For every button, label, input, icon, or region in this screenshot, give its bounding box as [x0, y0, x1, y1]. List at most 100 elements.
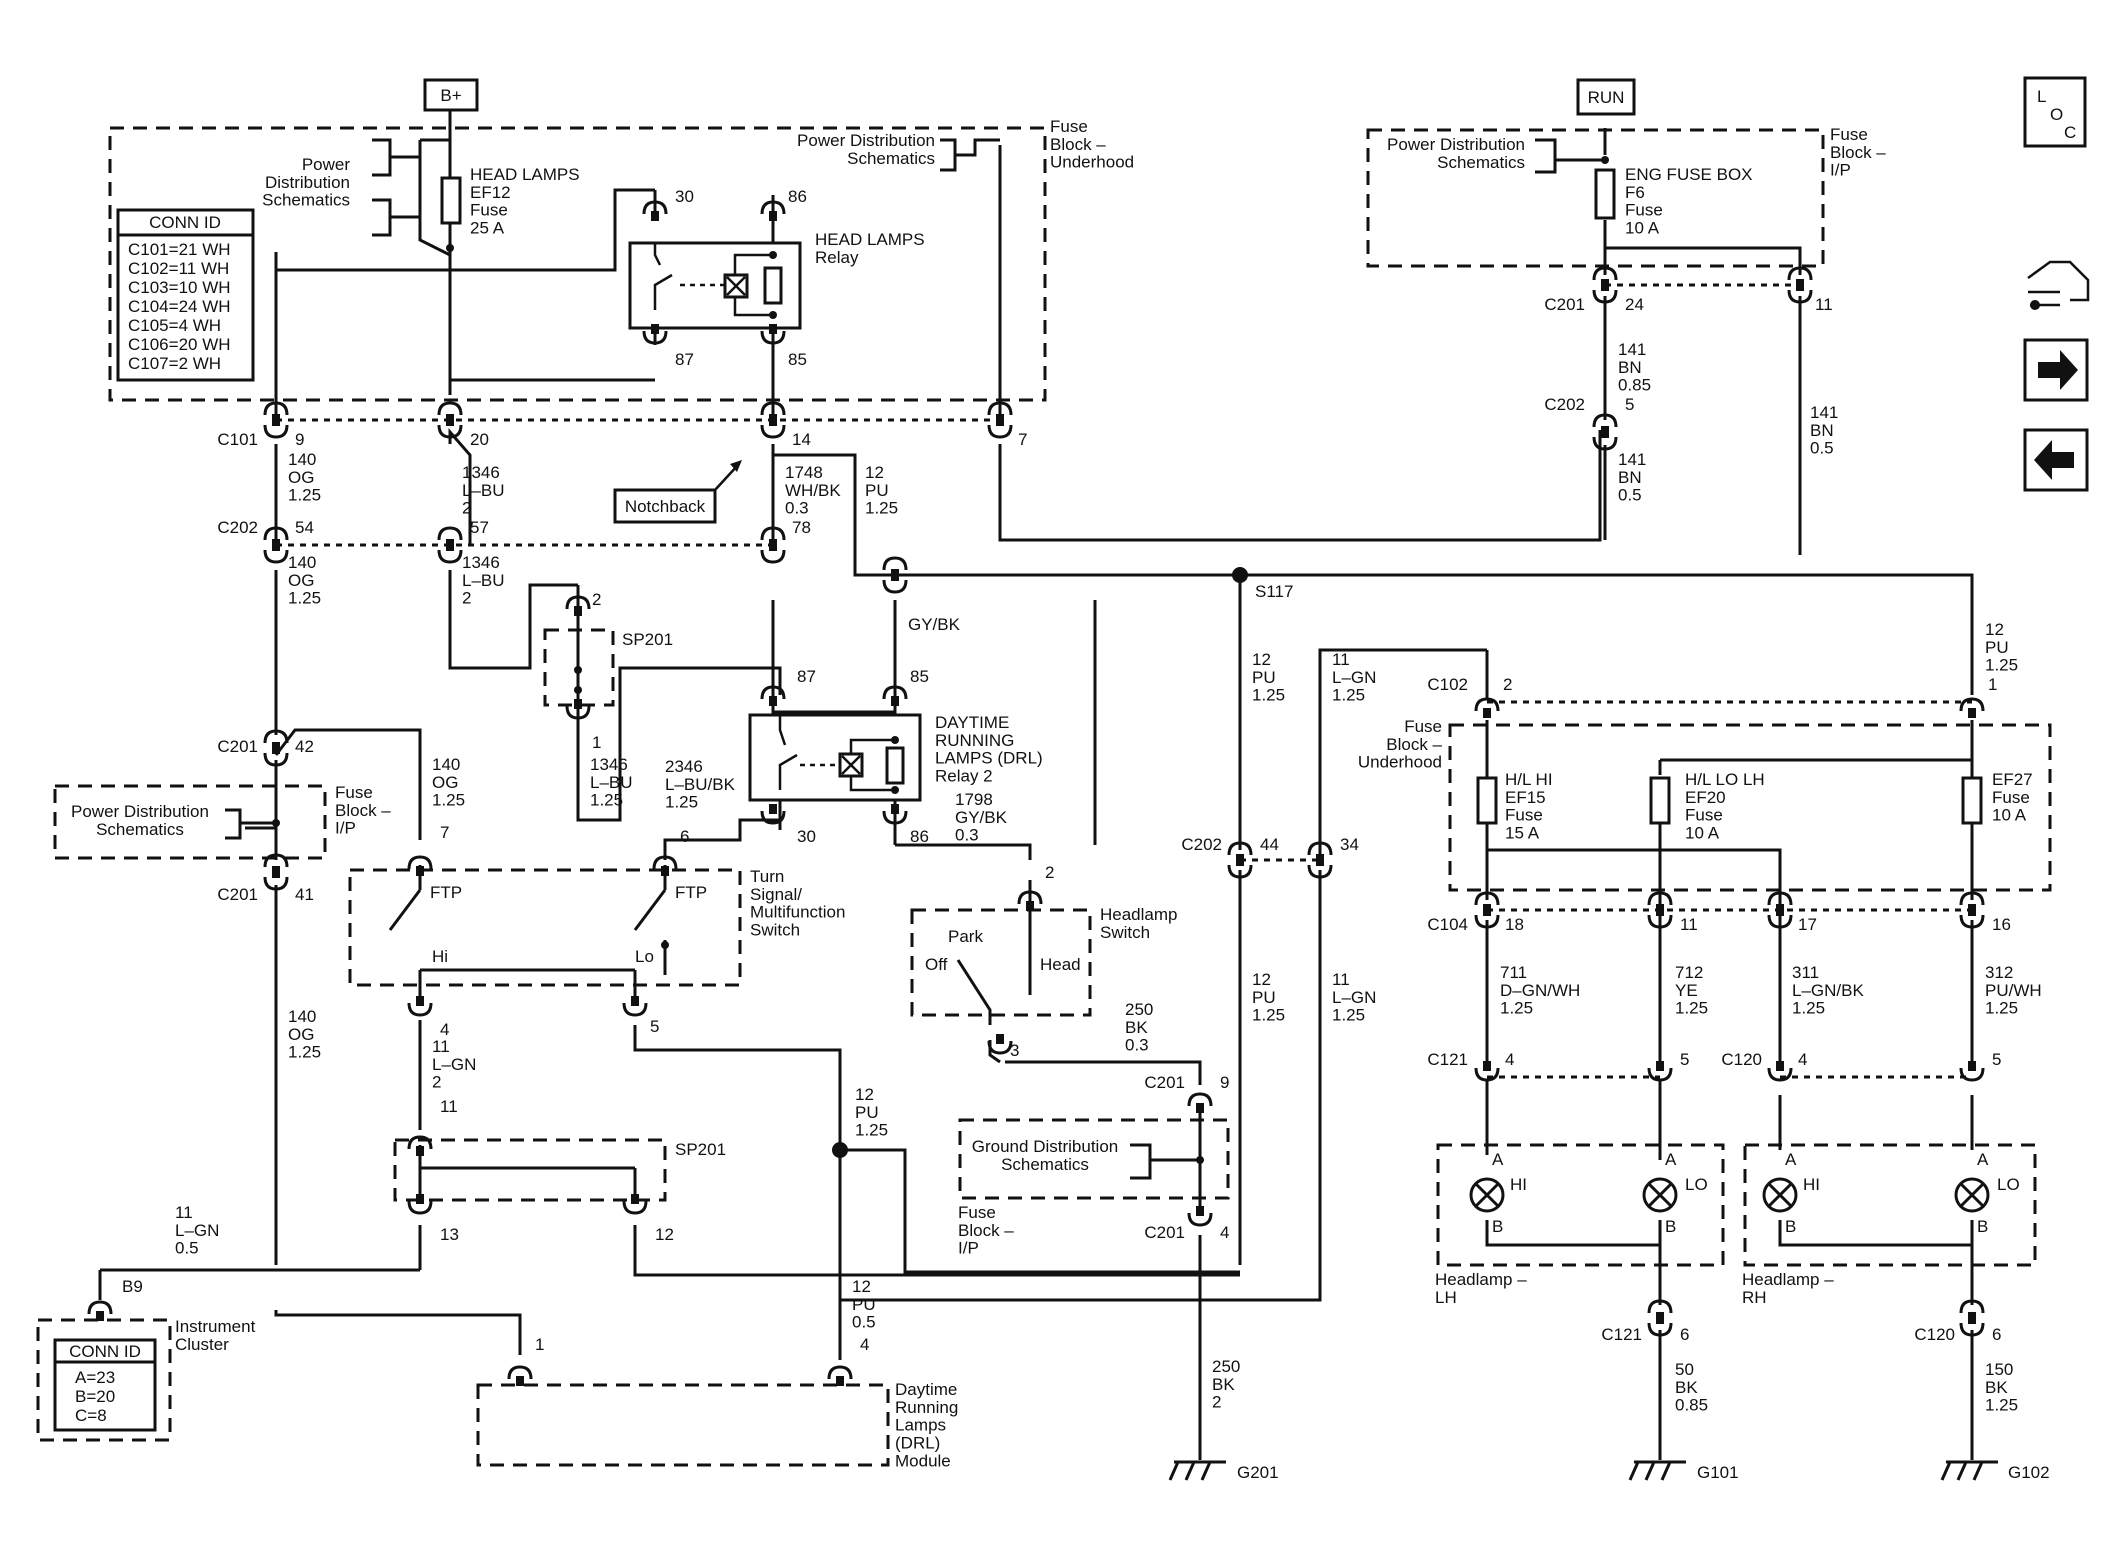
c121-bot-label: C121: [1601, 1325, 1642, 1344]
conn-id-row: C105=4 WH: [128, 316, 221, 335]
conn-id-row: C106=20 WH: [128, 335, 231, 354]
c202-left-label: C202: [217, 518, 258, 537]
lamp-rh-a: A: [1785, 1150, 1797, 1169]
lamp-lh-hi-label: HI: [1510, 1175, 1527, 1194]
c202-pin-57: 57: [470, 518, 489, 537]
c201-left-top-label: C201: [217, 737, 258, 756]
c202-pin-44: 44: [1260, 835, 1279, 854]
sp201-pin-1: 1: [592, 733, 601, 752]
fuses: [440, 168, 1983, 825]
arrow-right-icon[interactable]: [2023, 338, 2089, 402]
sp201-pin-13: 13: [440, 1225, 459, 1244]
c202-pin-34: 34: [1340, 835, 1359, 854]
lamp-lh-a: A: [1492, 1150, 1504, 1169]
s117-label: S117: [1255, 582, 1293, 601]
lamp-rh-a2: A: [1977, 1150, 1989, 1169]
c202-right-label: C202: [1544, 395, 1585, 414]
c120-bot-label: C120: [1914, 1325, 1955, 1344]
drl-relay-pin-87: 87: [797, 667, 816, 686]
vehicle-tools-icon[interactable]: [2027, 260, 2090, 310]
c101-pin-14: 14: [792, 430, 811, 449]
ftp-left: FTP: [430, 883, 462, 902]
ftp-right: FTP: [675, 883, 707, 902]
c120-top-label: C120: [1721, 1050, 1762, 1069]
c201-pin-42: 42: [295, 737, 314, 756]
head-label: Head: [1040, 955, 1081, 974]
drl-relay: [748, 713, 922, 802]
c201-g-top-label: C201: [1144, 1073, 1185, 1092]
arrow-left-icon[interactable]: [2023, 428, 2089, 492]
conn-id-title: CONN ID: [149, 213, 221, 232]
lamp-lh-hi: [1469, 1177, 1505, 1213]
hl-relay-pin-86: 86: [788, 187, 807, 206]
g101-label: G101: [1697, 1463, 1739, 1482]
c104-pin-17: 17: [1798, 915, 1817, 934]
drl-relay-pin-85: 85: [910, 667, 929, 686]
c201-pin-24: 24: [1625, 295, 1644, 314]
c201-pin-11: 11: [1815, 295, 1833, 314]
c104-pin-11: 11: [1680, 915, 1698, 934]
tsw-pin-5: 5: [650, 1017, 659, 1036]
c104-pin-16: 16: [1992, 915, 2011, 934]
c201-pin-4: 4: [1220, 1223, 1229, 1242]
drl-mod-pin-1: 1: [535, 1335, 544, 1354]
c120-pin-4: 4: [1798, 1050, 1807, 1069]
c101-pin-9: 9: [295, 430, 304, 449]
c121-pin-6: 6: [1680, 1325, 1689, 1344]
c120-pin-6: 6: [1992, 1325, 2001, 1344]
c104-pin-18: 18: [1505, 915, 1524, 934]
conn-id-row: A=23: [75, 1368, 115, 1387]
cluster-conn-id-title: CONN ID: [69, 1342, 141, 1361]
c121-top-label: C121: [1427, 1050, 1468, 1069]
lamp-rh-lo-label: LO: [1997, 1175, 2020, 1194]
lamp-lh-b2: B: [1665, 1217, 1676, 1236]
notchback-label: Notchback: [625, 497, 706, 516]
c201-right-label: C201: [1544, 295, 1585, 314]
sp201-pin-12: 12: [655, 1225, 674, 1244]
lamp-lh-lo-label: LO: [1685, 1175, 1708, 1194]
c120-pin-5: 5: [1992, 1050, 2001, 1069]
gybk-label: GY/BK: [908, 615, 961, 634]
battery-tag-label: B+: [440, 86, 461, 105]
hl-relay-pin-85: 85: [788, 350, 807, 369]
conn-id-row: C107=2 WH: [128, 354, 221, 373]
drl-mod-pin-4: 4: [860, 1335, 869, 1354]
conn-id-row: C103=10 WH: [128, 278, 231, 297]
headlamp-rh-label: Headlamp –RH: [1742, 1270, 1834, 1307]
loc-icon[interactable]: L O C: [2023, 76, 2087, 148]
lamp-rh-lo: [1954, 1177, 1990, 1213]
c202-pin-54: 54: [295, 518, 314, 537]
c201-left-bot-label: C201: [217, 885, 258, 904]
c202-mid-label: C202: [1181, 835, 1222, 854]
